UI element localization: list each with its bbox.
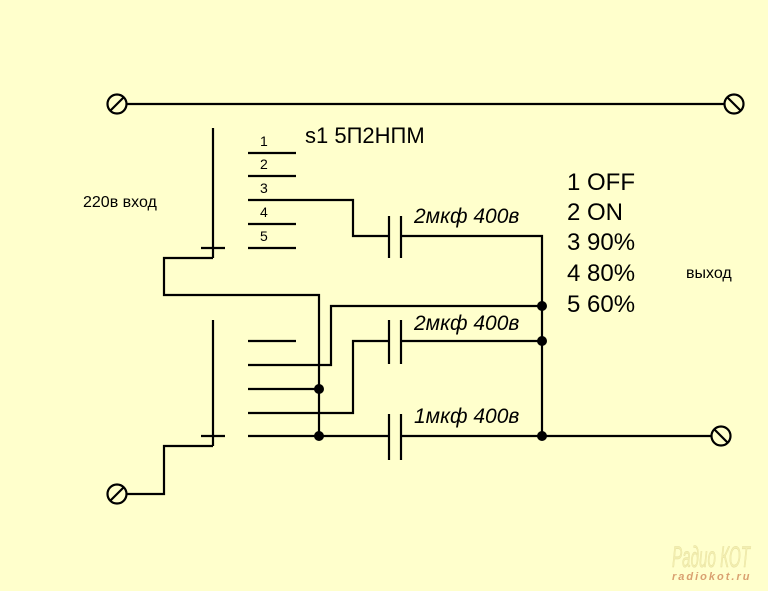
legend-item: 4 80% (567, 260, 635, 287)
junction-dot (314, 431, 324, 441)
upper-contacts (248, 151, 388, 250)
switch-title: s1 5П2НПМ (305, 123, 425, 148)
capacitor-1-label: 2мкф 400в (413, 205, 519, 228)
capacitor-3 (387, 414, 712, 460)
watermark-url: radiokot.ru (672, 571, 751, 583)
junction-dot (314, 384, 324, 394)
output-label: выход (686, 265, 732, 282)
capacitor-2-label: 2мкф 400в (413, 312, 519, 335)
contact-number-labels: 1 2 3 4 5 (260, 133, 268, 244)
legend-item: 1 OFF (567, 169, 635, 196)
junction-dot (537, 431, 547, 441)
junction-dot (537, 301, 547, 311)
contact-number-5: 5 (260, 228, 268, 244)
upper-contact-3 (248, 198, 388, 238)
contact-number-2: 2 (260, 156, 268, 172)
capacitor-1 (387, 216, 544, 436)
lower-contact-2 (248, 304, 542, 367)
contact-number-3: 3 (260, 180, 268, 196)
legend-item: 5 60% (567, 291, 635, 318)
input-label: 220в вход (83, 194, 158, 211)
legend-item: 2 ON (567, 199, 623, 226)
contact-number-4: 4 (260, 204, 268, 220)
switch-position-legend: 1 OFF 2 ON 3 90% 4 80% 5 60% (567, 169, 635, 318)
terminal-input-bottom-icon (106, 483, 128, 505)
capacitor-2 (387, 320, 542, 364)
legend-item: 3 90% (567, 229, 635, 256)
terminal-output-bottom-icon (710, 425, 732, 447)
bottom-input-wire (126, 444, 213, 496)
terminal-output-top-icon (723, 93, 745, 115)
switch-link-wire (162, 256, 321, 436)
capacitor-3-label: 1мкф 400в (414, 405, 519, 428)
contact-number-1: 1 (260, 133, 268, 149)
junction-dot (537, 336, 547, 346)
watermark-title: Радио КОТ (672, 541, 751, 574)
terminal-input-top-icon (106, 93, 128, 115)
lower-contact-4 (248, 339, 388, 415)
